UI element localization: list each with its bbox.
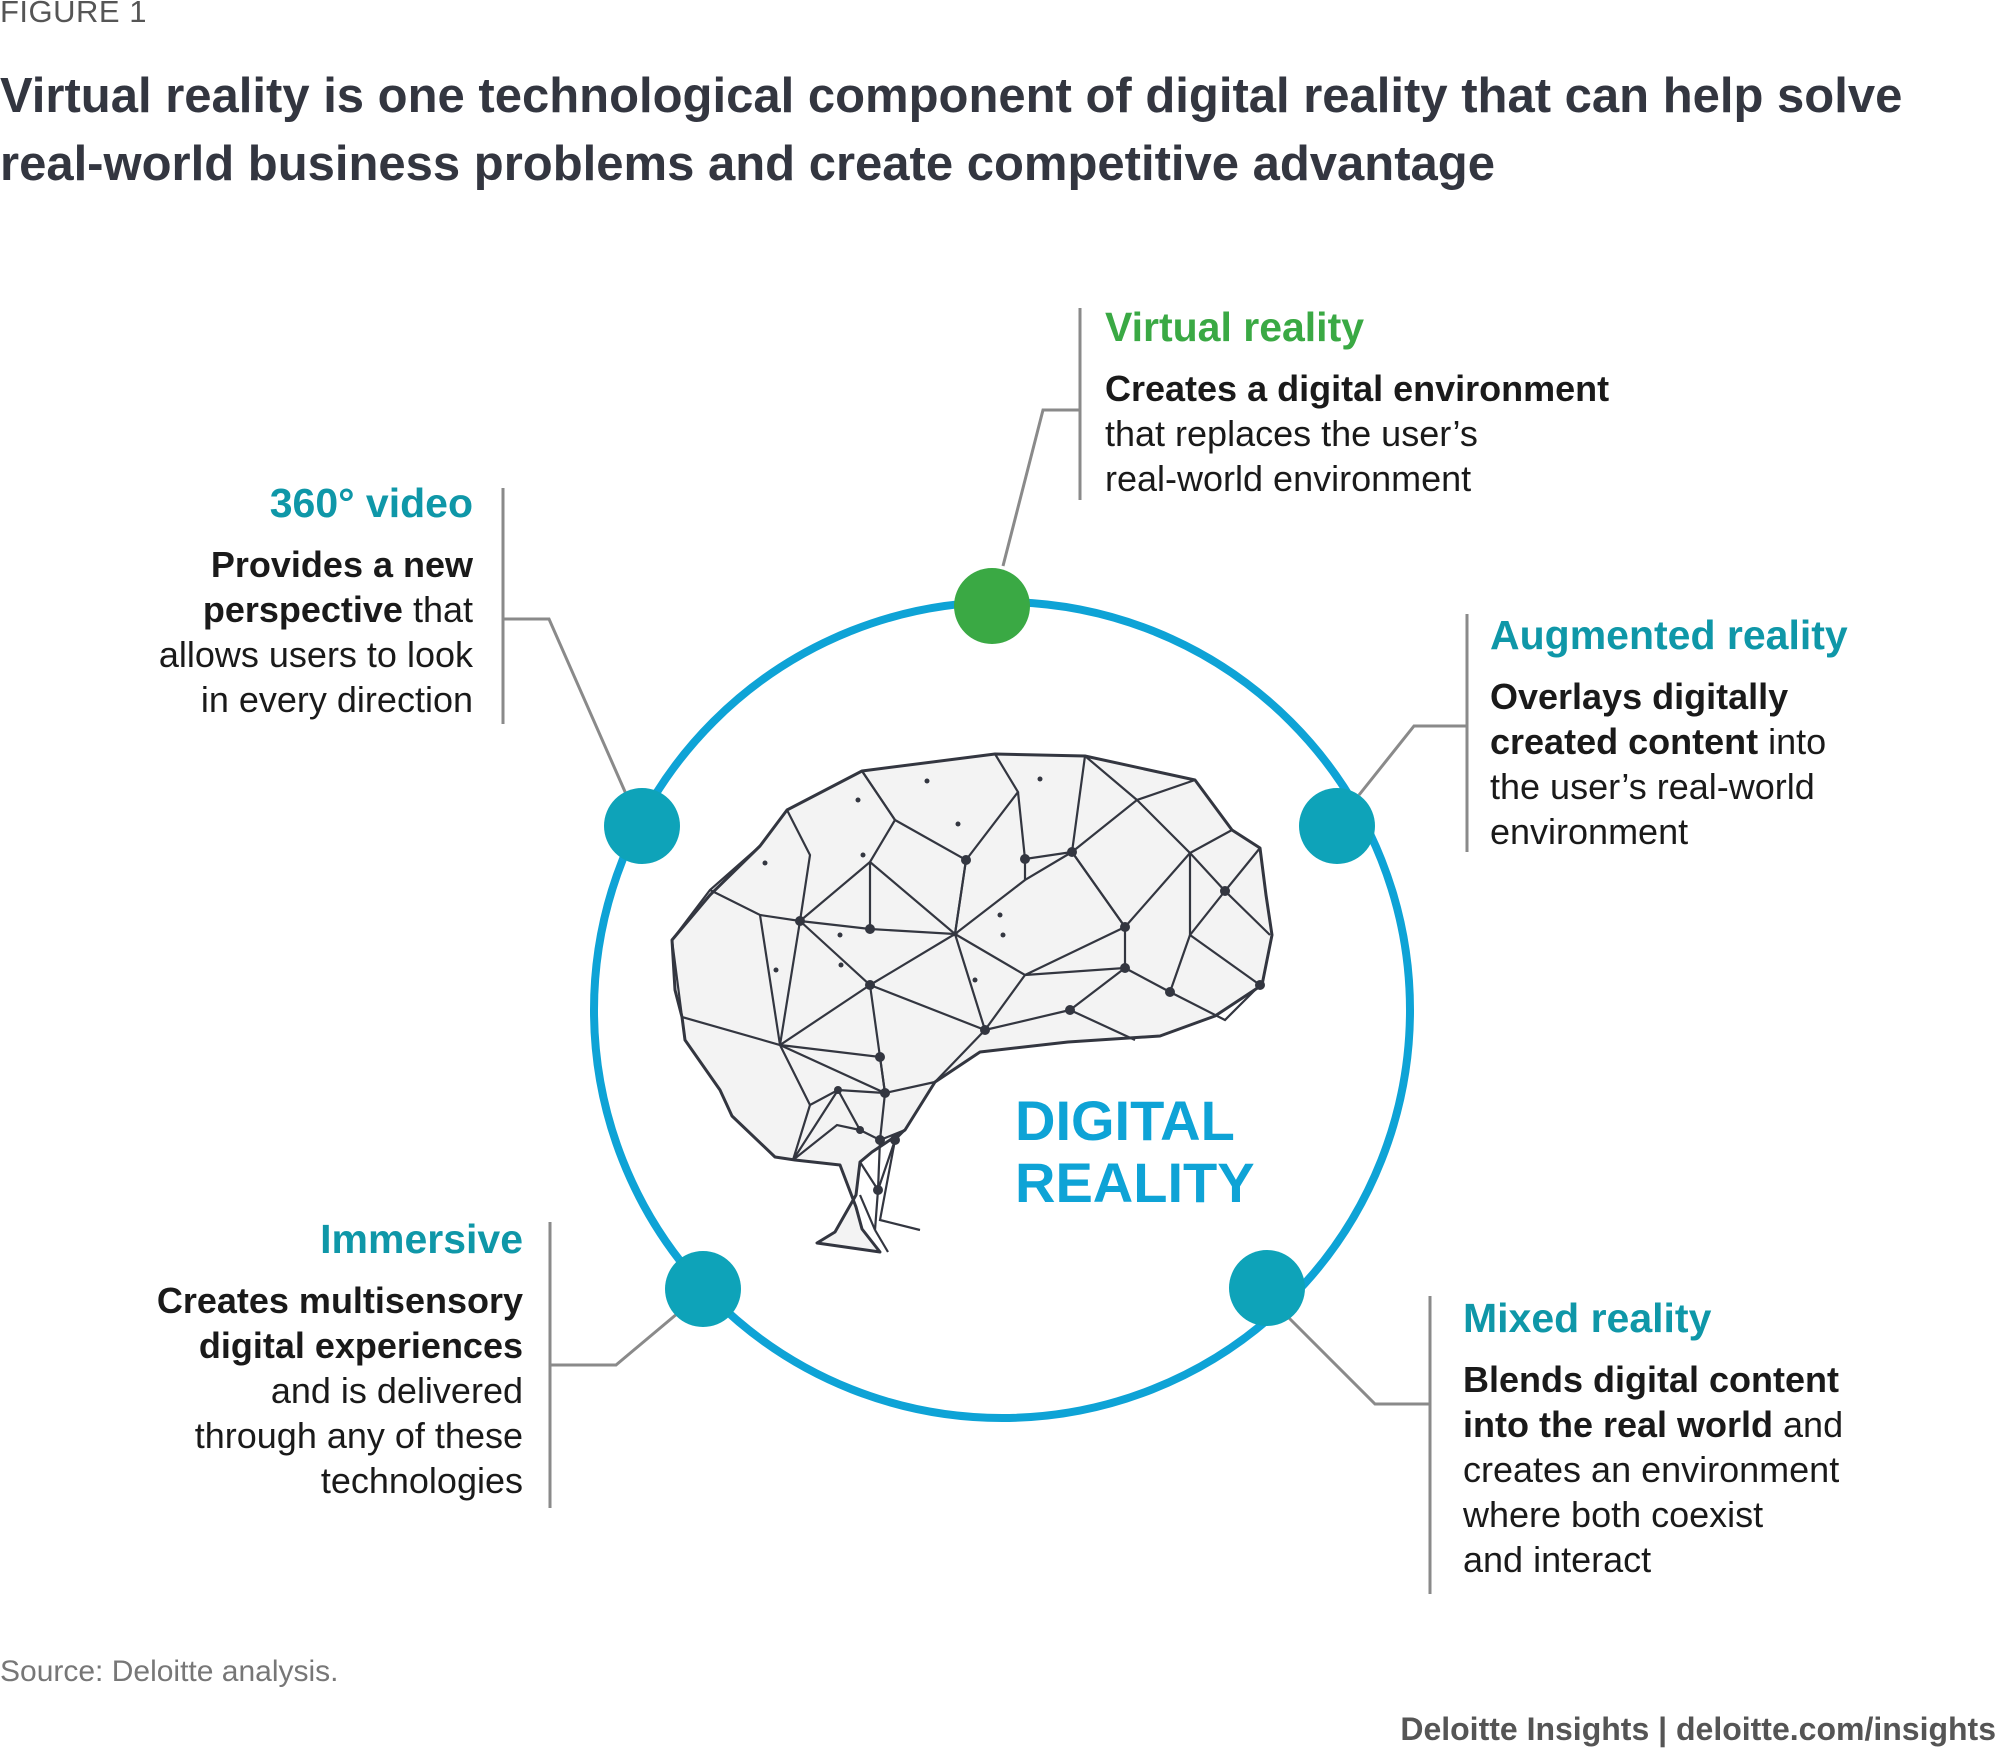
node-augmented-reality[interactable]	[1299, 788, 1375, 864]
video-360-block: 360° video Provides a new perspective th…	[159, 478, 473, 722]
mixed-reality-line-4: where both coexist	[1463, 1492, 1843, 1537]
mixed-reality-heading: Mixed reality	[1463, 1293, 1843, 1343]
center-label-line-2: REALITY	[1015, 1152, 1255, 1214]
footer-credit[interactable]: Deloitte Insights | deloitte.com/insight…	[1400, 1711, 1996, 1748]
video-360-heading: 360° video	[159, 478, 473, 528]
node-immersive[interactable]	[665, 1251, 741, 1327]
node-mixed-reality[interactable]	[1229, 1250, 1305, 1326]
augmented-reality-line-3: the user’s real-world	[1490, 764, 1848, 809]
augmented-reality-line-1: Overlays digitally	[1490, 674, 1848, 719]
digital-reality-label: DIGITAL REALITY	[1015, 1090, 1255, 1214]
video-360-bold-2: perspective	[203, 589, 403, 630]
augmented-reality-block: Augmented reality Overlays digitally cre…	[1490, 610, 1848, 854]
video-360-line-4: in every direction	[159, 677, 473, 722]
augmented-reality-line-2: created content into	[1490, 719, 1848, 764]
virtual-reality-line-1: Creates a digital environment	[1105, 366, 1609, 411]
virtual-reality-line-3: real-world environment	[1105, 456, 1609, 501]
center-label-line-1: DIGITAL	[1015, 1090, 1255, 1152]
immersive-line-2: digital experiences	[157, 1323, 523, 1368]
connector-virtual-reality	[1003, 410, 1080, 566]
virtual-reality-bold-1: Creates a digital environment	[1105, 368, 1609, 409]
augmented-reality-rest-1: into	[1758, 721, 1826, 762]
immersive-line-4: through any of these	[157, 1413, 523, 1458]
virtual-reality-block: Virtual reality Creates a digital enviro…	[1105, 302, 1609, 501]
video-360-bold-1: Provides a new	[211, 544, 473, 585]
augmented-reality-bold-2: created content	[1490, 721, 1758, 762]
augmented-reality-bold-1: Overlays digitally	[1490, 676, 1788, 717]
immersive-heading: Immersive	[157, 1214, 523, 1264]
virtual-reality-line-2: that replaces the user’s	[1105, 411, 1609, 456]
mixed-reality-line-1: Blends digital content	[1463, 1357, 1843, 1402]
augmented-reality-heading: Augmented reality	[1490, 610, 1848, 660]
immersive-line-5: technologies	[157, 1458, 523, 1503]
source-note: Source: Deloitte analysis.	[0, 1655, 339, 1689]
immersive-line-3: and is delivered	[157, 1368, 523, 1413]
video-360-line-3: allows users to look	[159, 632, 473, 677]
mixed-reality-rest-1: and	[1773, 1404, 1843, 1445]
connector-360-video	[503, 619, 626, 794]
mixed-reality-block: Mixed reality Blends digital content int…	[1463, 1293, 1843, 1582]
virtual-reality-heading: Virtual reality	[1105, 302, 1609, 352]
video-360-line-2: perspective that	[159, 587, 473, 632]
mixed-reality-line-3: creates an environment	[1463, 1447, 1843, 1492]
augmented-reality-line-4: environment	[1490, 809, 1848, 854]
connector-immersive	[550, 1313, 678, 1365]
mixed-reality-bold-1: Blends digital content	[1463, 1359, 1839, 1400]
mixed-reality-line-2: into the real world and	[1463, 1402, 1843, 1447]
video-360-rest-1: that	[403, 589, 473, 630]
connector-augmented-reality	[1359, 726, 1467, 795]
immersive-line-1: Creates multisensory	[157, 1278, 523, 1323]
connector-mixed-reality	[1287, 1316, 1430, 1404]
mixed-reality-line-5: and interact	[1463, 1537, 1843, 1582]
mixed-reality-bold-2: into the real world	[1463, 1404, 1773, 1445]
node-virtual-reality[interactable]	[954, 568, 1030, 644]
immersive-bold-1: Creates multisensory	[157, 1280, 523, 1321]
immersive-block: Immersive Creates multisensory digital e…	[157, 1214, 523, 1503]
video-360-line-1: Provides a new	[159, 542, 473, 587]
immersive-bold-2: digital experiences	[199, 1325, 523, 1366]
node-360-video[interactable]	[604, 788, 680, 864]
